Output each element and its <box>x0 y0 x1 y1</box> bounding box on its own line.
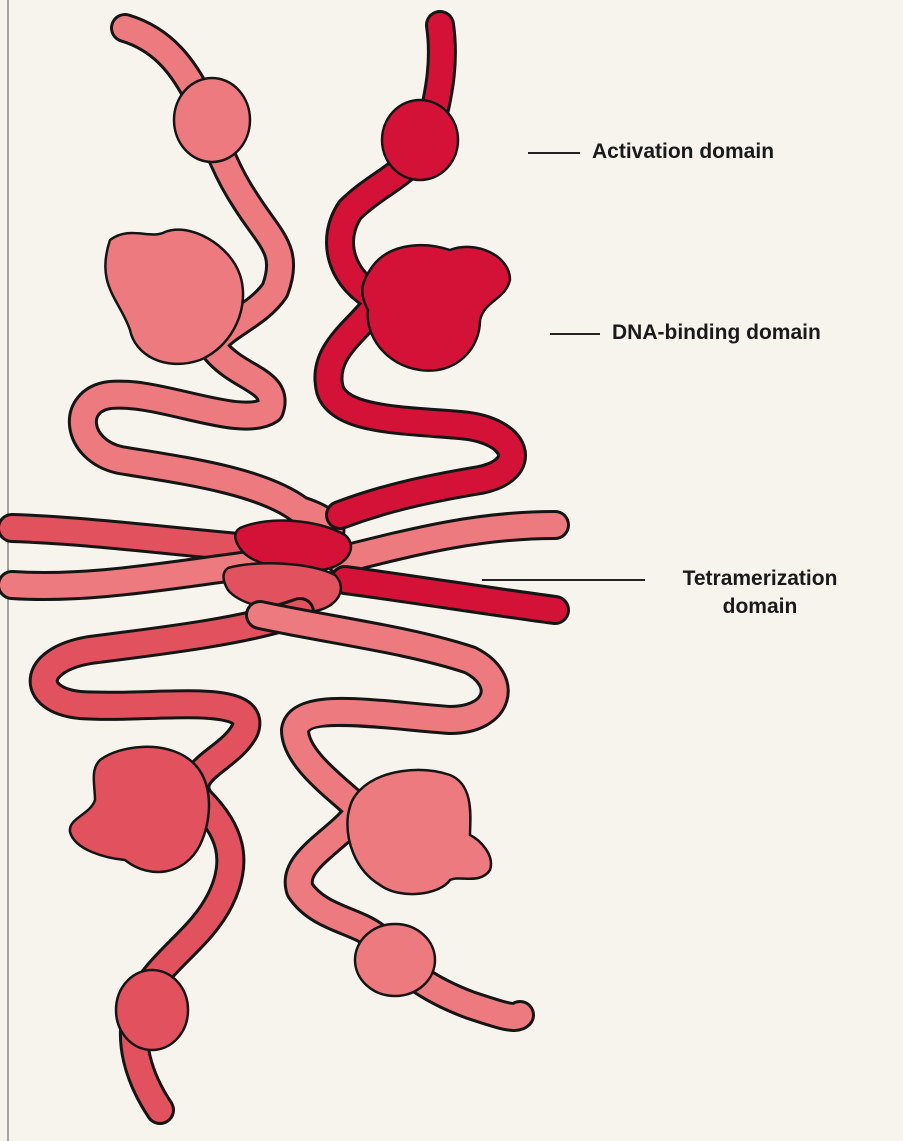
activation-blob-upper-left <box>174 78 250 162</box>
dna-binding-blob-lower-left <box>70 747 209 872</box>
dna-binding-blob-upper-left <box>105 230 243 364</box>
arm-upper-right-fill <box>340 525 555 560</box>
tetramerization-label-line1: Tetramerization <box>650 567 870 591</box>
activation-blob-lower-right <box>355 924 435 996</box>
tetramerization-arms <box>12 521 555 612</box>
monomer-upper-left <box>83 28 331 545</box>
monomer-lower-right <box>260 615 520 1017</box>
tetramerization-domain-label: Tetramerization domain <box>650 567 870 619</box>
activation-blob-upper-right <box>382 100 458 180</box>
activation-domain-label: Activation domain <box>592 140 774 164</box>
monomer-upper-right <box>328 25 512 515</box>
tetramerization-label-line2: domain <box>650 595 870 619</box>
dna-binding-domain-label: DNA-binding domain <box>612 321 821 345</box>
monomer-lower-left <box>44 612 300 1110</box>
arm-lower-right-fill <box>345 580 555 610</box>
dna-binding-blob-upper-right <box>362 245 510 370</box>
activation-blob-lower-left <box>116 970 188 1050</box>
dna-binding-blob-lower-right <box>347 770 491 894</box>
